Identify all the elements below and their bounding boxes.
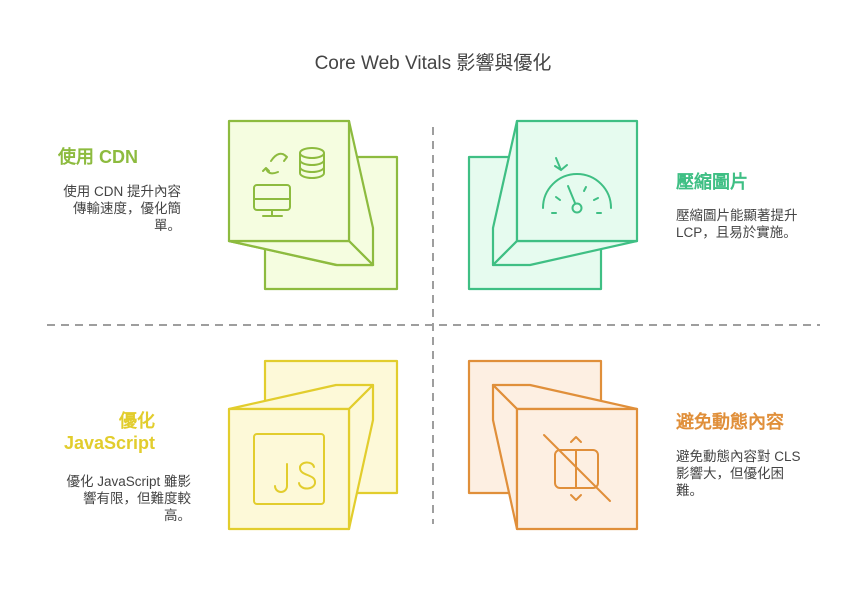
diagram-title: Core Web Vitals 影響與優化 xyxy=(314,53,552,74)
desc-line: 壓縮圖片能顯著提升 xyxy=(676,208,798,223)
desc-line: 使用 CDN 提升內容 xyxy=(63,184,181,199)
desc-line: 影響大，但優化困 xyxy=(676,466,784,481)
compress-cube xyxy=(467,119,639,291)
desc-line: 優化 JavaScript 雖影 xyxy=(66,474,191,489)
desc-line: 響有限，但難度較 xyxy=(83,491,191,506)
desc-line: LCP，且易於實施。 xyxy=(676,225,797,240)
cdn-description: 使用 CDN 提升內容 傳輸速度，優化簡 單。 xyxy=(40,183,181,234)
desc-line: 傳輸速度，優化簡 xyxy=(73,201,181,216)
cdn-heading: 使用 CDN xyxy=(58,147,138,167)
compress-description: 壓縮圖片能顯著提升 LCP，且易於實施。 xyxy=(676,207,836,241)
speedometer-icon xyxy=(542,157,612,214)
desc-line: 難。 xyxy=(676,483,703,498)
no-layout-shift-icon xyxy=(543,434,611,502)
heading-line: JavaScript xyxy=(63,433,155,453)
js-description: 優化 JavaScript 雖影 響有限，但難度較 高。 xyxy=(40,473,191,524)
cdn-cube xyxy=(227,119,399,291)
desc-line: 單。 xyxy=(154,218,181,233)
dynamic-heading: 避免動態內容 xyxy=(676,412,784,432)
compress-heading: 壓縮圖片 xyxy=(676,172,748,192)
js-heading: 優化 JavaScript xyxy=(40,410,155,454)
dynamic-description: 避免動態內容對 CLS 影響大，但優化困 難。 xyxy=(676,448,836,499)
heading-line: 優化 xyxy=(119,411,155,431)
server-sync-icon xyxy=(253,147,325,217)
desc-line: 高。 xyxy=(164,508,191,523)
javascript-icon xyxy=(253,433,325,505)
desc-line: 避免動態內容對 CLS xyxy=(676,449,801,464)
